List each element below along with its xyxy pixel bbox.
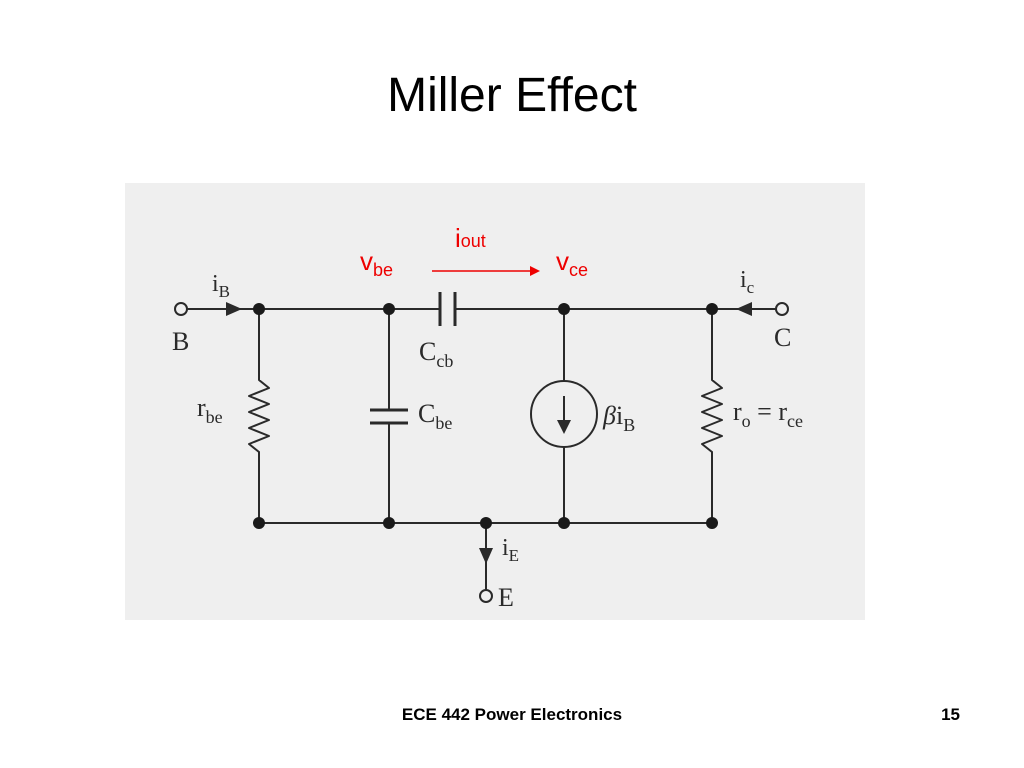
footer-course-name: ECE 442 Power Electronics (401, 705, 623, 724)
ccb-label: Ccb (419, 337, 453, 371)
iout-arrow-icon (530, 266, 540, 276)
current-source-arrow-icon (557, 420, 571, 434)
label-i-out: iout (455, 223, 486, 253)
terminal-c-circle (775, 302, 789, 316)
cbe-label: Cbe (418, 399, 452, 433)
terminal-e-circle (479, 589, 493, 603)
terminal-c-label: C (774, 323, 791, 352)
label-v-ce: vce (556, 246, 588, 280)
terminal-b-label: B (172, 327, 189, 356)
current-ib-label: iB (212, 271, 230, 301)
current-ic-label: ic (740, 267, 755, 297)
junction-dots (253, 303, 718, 529)
slide-title: Miller Effect (387, 69, 637, 122)
rbe-label: rbe (197, 393, 223, 427)
ccb-capacitor (438, 292, 457, 326)
source-label: βiB (602, 401, 635, 435)
terminal-b-circle (174, 302, 188, 316)
ro-resistor (701, 372, 723, 453)
ro-label: ro = rce (733, 397, 803, 431)
ic-arrow-icon (736, 302, 752, 316)
label-v-be: vbe (360, 246, 393, 280)
ie-arrow-icon (479, 548, 493, 564)
footer-page-number: 15 (941, 705, 960, 724)
cbe-capacitor (370, 408, 408, 425)
current-ie-label: iE (502, 535, 519, 565)
rbe-resistor (248, 372, 270, 453)
ib-arrow-icon (226, 302, 242, 316)
current-source (530, 380, 598, 448)
scan-background (125, 183, 865, 620)
terminal-e-label: E (498, 583, 514, 612)
